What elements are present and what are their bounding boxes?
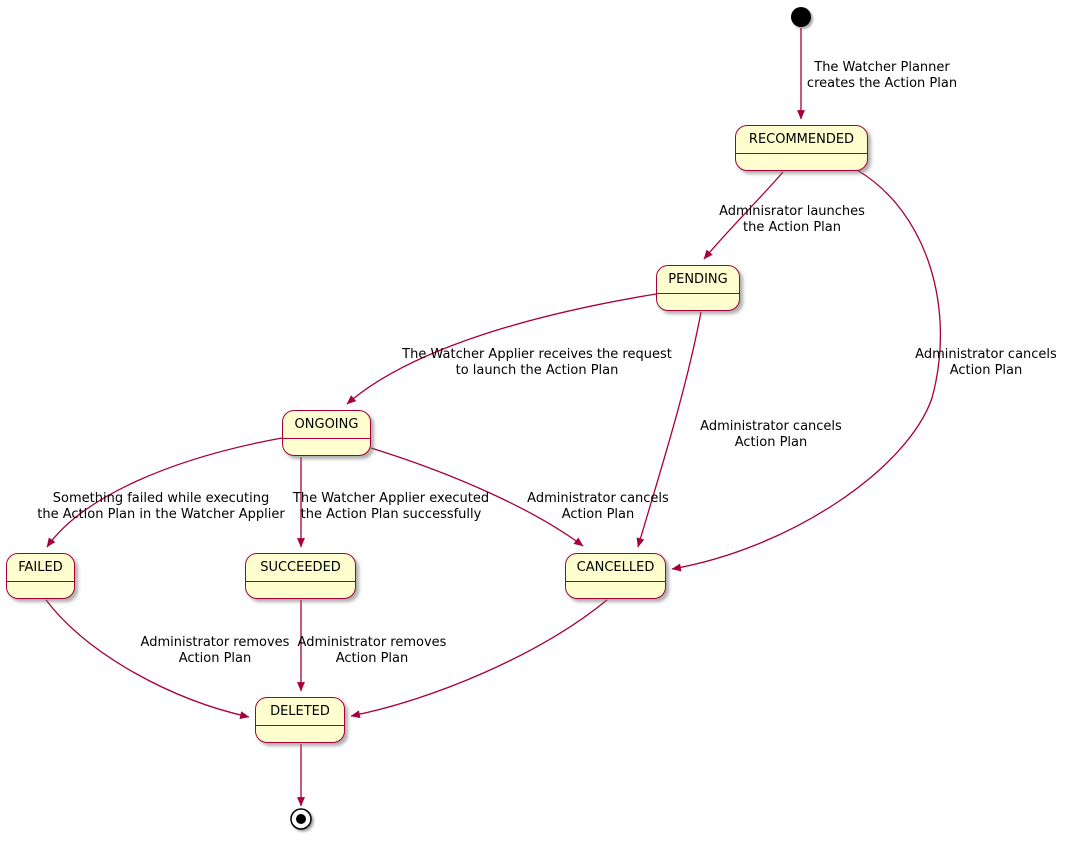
edge-label-line: the Action Plan [743,220,841,235]
edge-label-line: The Watcher Applier receives the request [402,347,672,362]
final-state-icon [290,808,312,830]
edge-label-line: Administrator cancels [915,347,1057,362]
edge-label-succeeded-deleted: Administrator removes Action Plan [298,635,447,667]
edge-label-line: The Watcher Applier executed [292,491,490,506]
edge-label-applier-executed: The Watcher Applier executed the Action … [293,491,489,523]
edge-label-line: The Watcher Planner [814,60,950,75]
state-pending-body [657,294,739,310]
state-succeeded: SUCCEEDED [245,553,356,599]
edge-label-line: Action Plan [734,435,808,450]
state-pending-label: PENDING [657,266,739,294]
edge-label-line: Action Plan [949,363,1023,378]
state-ongoing: ONGOING [282,410,371,456]
edge-label-recommended-cancelled: Administrator cancels Action Plan [915,347,1057,379]
edge-label-pending-cancelled: Administrator cancels Action Plan [700,419,842,451]
state-deleted-body [256,726,344,742]
state-failed: FAILED [6,553,75,599]
state-cancelled-body [566,582,665,598]
edge-label-applier-receives: The Watcher Applier receives the request… [402,347,672,379]
edge-label-line: Something failed while executing [52,491,270,506]
edge-ongoing-to-failed [46,437,283,548]
edge-label-admin-launches: Adminisrator launches the Action Plan [719,204,865,236]
state-ongoing-body [283,439,370,455]
edge-label-failed-deleted: Administrator removes Action Plan [141,635,290,667]
initial-state-icon [791,7,811,27]
edge-label-line: Action Plan [561,507,635,522]
state-cancelled: CANCELLED [565,553,666,599]
edge-label-line: the Action Plan successfully [300,507,482,522]
edge-cancelled-to-deleted [350,599,608,719]
edge-label-line: to launch the Action Plan [455,363,619,378]
state-recommended-label: RECOMMENDED [736,126,867,154]
final-state-inner-dot [296,814,306,824]
state-deleted: DELETED [255,697,345,743]
state-failed-body [7,582,74,598]
state-failed-label: FAILED [7,554,74,582]
state-cancelled-label: CANCELLED [566,554,665,582]
edge-label-planner-creates: The Watcher Planner creates the Action P… [807,60,957,92]
state-succeeded-label: SUCCEEDED [246,554,355,582]
edge-label-line: Administrator removes [140,635,290,650]
edge-label-ongoing-cancelled: Administrator cancels Action Plan [527,491,669,523]
state-succeeded-body [246,582,355,598]
state-deleted-label: DELETED [256,698,344,726]
edge-label-line: creates the Action Plan [806,76,958,91]
edge-label-line: Administrator cancels [527,491,669,506]
state-recommended: RECOMMENDED [735,125,868,171]
edge-label-line: Action Plan [178,651,252,666]
edge-label-line: Adminisrator launches [719,204,865,219]
edge-failed-to-deleted [45,599,250,719]
edge-label-line: Administrator removes [297,635,447,650]
edge-recommended-to-cancelled [671,169,942,572]
edge-label-line: Administrator cancels [700,419,842,434]
state-pending: PENDING [656,265,740,311]
edge-ongoing-to-cancelled [370,447,584,547]
edge-label-line: the Action Plan in the Watcher Applier [37,507,285,522]
state-recommended-body [736,154,867,170]
edge-pending-to-cancelled [636,311,702,548]
state-ongoing-label: ONGOING [283,411,370,439]
edge-label-line: Action Plan [335,651,409,666]
edge-pending-to-ongoing [346,293,657,405]
edge-label-something-failed: Something failed while executing the Act… [37,491,284,523]
edge-recommended-to-pending [703,171,784,260]
